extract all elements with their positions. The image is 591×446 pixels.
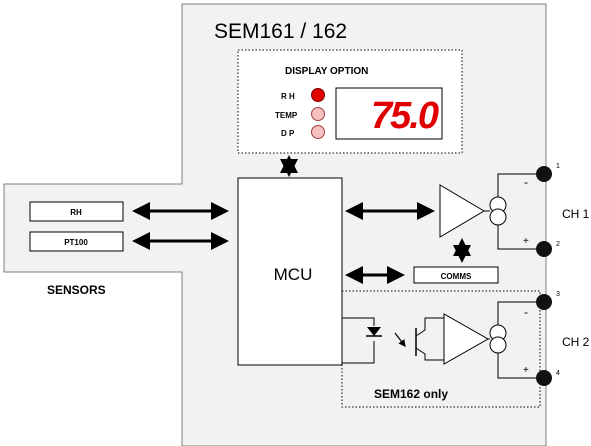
ch1-amplifier xyxy=(439,184,485,238)
terminal-2 xyxy=(536,241,552,257)
terminal-4 xyxy=(536,370,552,386)
opto-wire-top xyxy=(342,317,375,326)
sem162-only-label: SEM162 only xyxy=(374,387,448,401)
terminal-3-number: 3 xyxy=(556,291,560,298)
led-label-temp: TEMP xyxy=(275,111,298,120)
sensors-caption: SENSORS xyxy=(47,283,106,297)
terminal-2-number: 2 xyxy=(556,241,560,248)
led-label-dp: D P xyxy=(281,129,295,138)
ch1-plus: + xyxy=(523,236,529,247)
led-dp xyxy=(311,125,325,139)
terminal-4-number: 4 xyxy=(556,370,560,377)
ch2-label: CH 2 xyxy=(562,335,590,349)
opto-transistor-collector xyxy=(415,317,444,337)
opto-wire-bottom xyxy=(342,341,375,364)
comms-label: COMMS xyxy=(441,272,472,281)
display-option-heading: DISPLAY OPTION xyxy=(285,66,368,77)
led-label-rh: R H xyxy=(281,92,295,101)
ch1-label: CH 1 xyxy=(562,207,590,221)
sensor-label-rh: RH xyxy=(70,208,82,217)
ch2-plus: + xyxy=(523,365,529,376)
sensor-box-rh xyxy=(29,201,124,222)
sensor-label-pt100: PT100 xyxy=(64,238,88,247)
terminal-1 xyxy=(536,166,552,182)
terminal-3 xyxy=(536,294,552,310)
ch1-wire-top xyxy=(497,173,544,197)
ch2-current-source-bottom xyxy=(489,336,507,354)
sensor-box-pt100 xyxy=(29,231,124,252)
display-readout-box xyxy=(335,87,443,140)
ch2-wire-bottom xyxy=(497,353,544,379)
mcu-label: MCU xyxy=(274,265,313,284)
sem162-option-box xyxy=(341,290,541,408)
opto-light-arrow xyxy=(394,332,406,347)
led-temp xyxy=(311,107,325,121)
mcu-block xyxy=(237,177,343,366)
ch1-minus: - xyxy=(524,175,528,189)
comms-box xyxy=(413,266,499,284)
device-title: SEM161 / 162 xyxy=(214,20,347,43)
opto-led-diode xyxy=(367,327,381,336)
opto-transistor-emitter xyxy=(415,347,444,361)
display-readout: 75.0 xyxy=(371,95,439,137)
ch2-minus: - xyxy=(524,305,528,319)
led-rh xyxy=(311,88,325,102)
ch1-wire-bottom xyxy=(497,225,544,250)
ch1-current-source-bottom xyxy=(489,208,507,226)
ch2-amplifier xyxy=(443,313,490,365)
ch2-wire-top xyxy=(497,301,544,325)
terminal-1-number: 1 xyxy=(556,163,560,170)
